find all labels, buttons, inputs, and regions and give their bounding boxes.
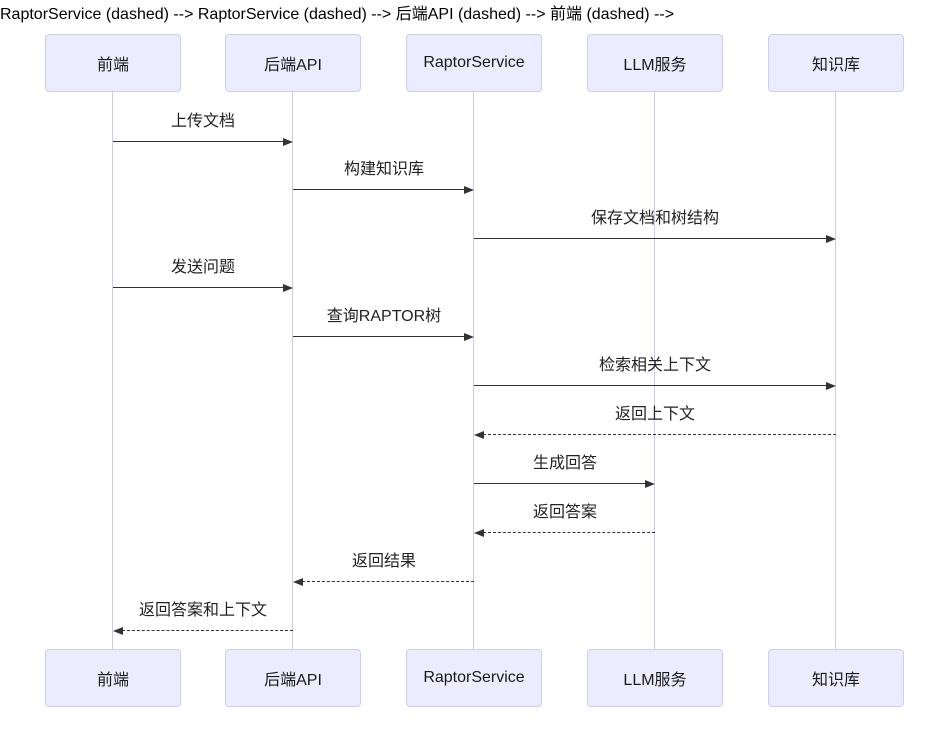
lifeline-llm-service (654, 92, 655, 649)
actor-top-frontend: 前端 (45, 34, 181, 92)
message-label: 构建知识库 (343, 161, 424, 178)
actor-label: LLM服务 (623, 57, 687, 74)
arrowhead-right-icon (283, 284, 293, 292)
message-line (122, 630, 293, 631)
actor-label: RaptorService (423, 669, 525, 686)
message-line (483, 434, 836, 435)
message-label: 查询RAPTOR树 (326, 308, 442, 325)
actor-label: 前端 (96, 672, 129, 689)
message-label: 返回结果 (351, 553, 416, 570)
actor-label: 前端 (96, 57, 129, 74)
message-line (483, 532, 655, 533)
arrowhead-right-icon (645, 480, 655, 488)
message-label: 返回上下文 (614, 406, 695, 423)
lifeline-knowledge-base (835, 92, 836, 649)
arrowhead-left-icon (474, 529, 484, 537)
lifeline-raptorservice (473, 92, 474, 649)
lifeline-frontend (112, 92, 113, 649)
actor-label: LLM服务 (623, 672, 687, 689)
actor-bottom-knowledge-base: 知识库 (768, 649, 904, 707)
arrowhead-left-icon (293, 578, 303, 586)
actor-top-raptorservice: RaptorService (406, 34, 542, 92)
actor-label: 后端API (264, 672, 322, 689)
message-label: 检索相关上下文 (598, 357, 711, 374)
message-line (113, 141, 284, 142)
actor-label: RaptorService (423, 54, 525, 71)
actor-bottom-llm-service: LLM服务 (587, 649, 723, 707)
message-line (293, 189, 465, 190)
message-line (474, 385, 827, 386)
message-label: 上传文档 (170, 113, 235, 130)
actor-top-backend-api: 后端API (225, 34, 361, 92)
message-line (474, 238, 827, 239)
arrowhead-left-icon (113, 627, 123, 635)
message-line (113, 287, 284, 288)
actor-top-llm-service: LLM服务 (587, 34, 723, 92)
message-line (474, 483, 646, 484)
message-label: 返回答案和上下文 (138, 602, 267, 619)
message-label: 发送问题 (170, 259, 235, 276)
arrowhead-right-icon (826, 235, 836, 243)
actor-label: 知识库 (811, 672, 860, 689)
message-label: 返回答案 (532, 504, 597, 521)
message-label: 保存文档和树结构 (590, 210, 719, 227)
arrowhead-right-icon (826, 382, 836, 390)
message-label: 生成回答 (532, 455, 597, 472)
actor-bottom-raptorservice: RaptorService (406, 649, 542, 707)
message-line (293, 336, 465, 337)
arrowhead-right-icon (283, 138, 293, 146)
message-line (302, 581, 474, 582)
arrowhead-left-icon (474, 431, 484, 439)
actor-top-knowledge-base: 知识库 (768, 34, 904, 92)
arrowhead-right-icon (464, 333, 474, 341)
arrowhead-right-icon (464, 186, 474, 194)
actor-bottom-frontend: 前端 (45, 649, 181, 707)
lifeline-backend-api (292, 92, 293, 649)
actor-label: 后端API (264, 57, 322, 74)
actor-bottom-backend-api: 后端API (225, 649, 361, 707)
actor-label: 知识库 (811, 57, 860, 74)
